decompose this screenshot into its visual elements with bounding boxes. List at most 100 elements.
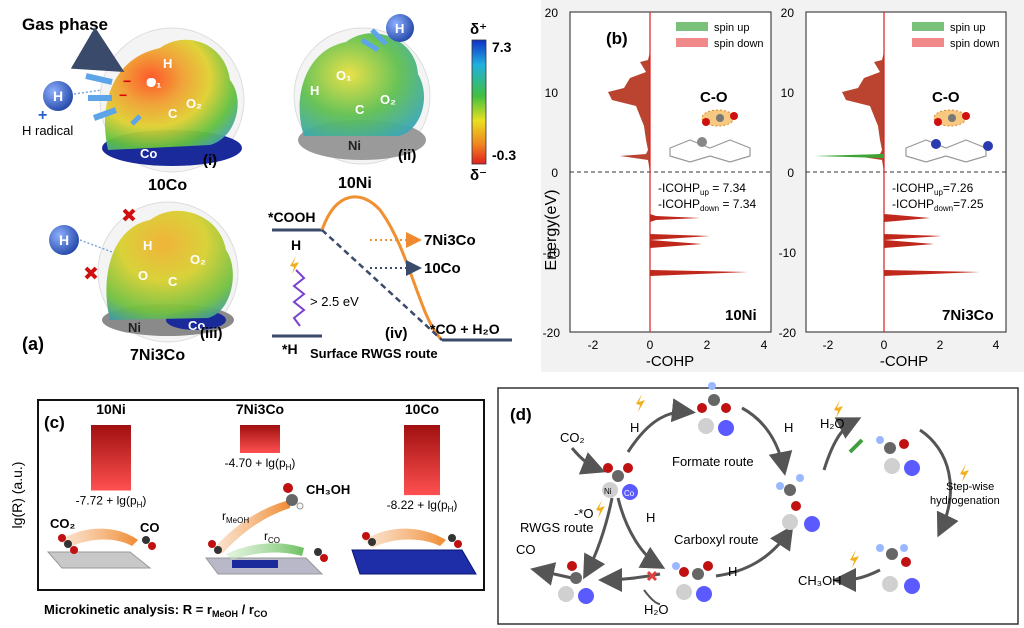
h-atom <box>876 544 884 552</box>
c-atom <box>612 470 624 482</box>
o-atom <box>362 532 370 540</box>
legend-up: spin up <box>950 22 985 34</box>
xtick-2: 2 <box>704 338 711 352</box>
legend-up: spin up <box>714 22 749 34</box>
methanol-c <box>286 494 298 506</box>
ytick-20: 20 <box>545 6 559 20</box>
h-atom-sphere <box>386 14 414 42</box>
co-domain <box>232 560 278 568</box>
stepwise-label-2: hydrogenation <box>930 495 1000 507</box>
blocked-mark <box>646 570 658 582</box>
cooh-label: *COOH <box>268 209 315 225</box>
c-atom <box>948 114 956 122</box>
ytick-neg10: -10 <box>543 246 561 260</box>
h2o-label-bottom: H₂O <box>644 602 669 617</box>
panel-b: Energy(eV) spin up spin down C-O -ICOHPu… <box>541 0 1024 372</box>
co2-label: CO₂ <box>560 430 585 445</box>
cohp-plot-10ni: spin up spin down C-O -ICOHPup = 7.34 -I… <box>543 6 772 370</box>
approach-arrow-2 <box>85 73 113 85</box>
carboxyl-route-label: Carboxyl route <box>674 532 759 547</box>
xtick-0: 0 <box>647 338 654 352</box>
light-icon <box>596 500 605 518</box>
ni-site <box>602 482 618 498</box>
bond-label: C-O <box>932 89 960 106</box>
o-atom <box>679 567 689 577</box>
co-site <box>578 588 594 604</box>
h-label: H <box>143 238 152 253</box>
site-iii-roman: (iii) <box>200 325 223 342</box>
ytick-neg20: -20 <box>543 326 561 340</box>
cohp-bonding-peak-2 <box>650 234 710 248</box>
c-atom <box>368 538 376 546</box>
co-site <box>718 420 734 436</box>
site-ii-name: 10Ni <box>338 175 372 192</box>
c-atom <box>784 484 796 496</box>
o-atom <box>703 561 713 571</box>
h-atom <box>672 562 680 570</box>
c-label: C <box>355 102 365 117</box>
xlabel: -COHP <box>646 353 694 370</box>
cohp-bonding-peak-1 <box>884 214 930 222</box>
o-atom <box>721 403 731 413</box>
panel-d-frame <box>497 387 1019 625</box>
charge-density-blob <box>106 210 233 320</box>
xtick-0: 0 <box>881 338 888 352</box>
panel-c-label: (c) <box>44 413 65 432</box>
o1-label: O <box>138 268 148 283</box>
co-atom <box>983 141 993 151</box>
co-label: CO <box>516 542 536 557</box>
light-icon <box>834 400 843 418</box>
h-approach-path <box>79 239 113 253</box>
o-atom <box>70 546 78 554</box>
cohp-spin-up-sliver <box>814 154 884 158</box>
system-name: 7Ni3Co <box>942 307 994 324</box>
c-atom <box>142 536 150 544</box>
c-atom <box>314 548 322 556</box>
approach-arrow-2 <box>360 37 380 53</box>
h-label: H <box>310 83 319 98</box>
site-i-roman: (i) <box>203 152 217 169</box>
h2o-side-arrow <box>643 589 661 605</box>
formate-to-intermediate-arrow <box>741 406 793 476</box>
c-atom <box>64 540 72 548</box>
o2-label: O₂ <box>190 252 206 267</box>
panel-d: (d) CO₂ H H Formate route Carboxyl route… <box>497 382 1019 625</box>
xtick-4: 4 <box>761 338 768 352</box>
c-atom <box>886 548 898 560</box>
o2-label: O₂ <box>380 92 396 107</box>
h-atom <box>776 482 784 490</box>
site-iii-7ni3co: H O C O₂ Ni Co H (iii) 7Ni3Co <box>49 201 239 364</box>
h-label: H <box>646 510 655 525</box>
o-atom <box>208 540 216 548</box>
site-i-10co: O₁ H O₂ C Co − − (i) 10Co <box>70 27 245 194</box>
h-label: H <box>163 56 172 71</box>
h-radical: H + H radical <box>22 81 103 138</box>
h-atom <box>796 474 804 482</box>
xtick-2: 2 <box>937 338 944 352</box>
light-icon <box>960 464 969 482</box>
ni-site <box>782 514 798 530</box>
h-label: H <box>728 564 737 579</box>
legend-down: spin down <box>714 38 764 50</box>
ch3oh-label: CH₃OH <box>798 573 842 588</box>
site-iii-name: 7Ni3Co <box>130 347 185 364</box>
o-atom <box>934 118 942 126</box>
ni-site <box>698 418 714 434</box>
co2-adsorption-arrow <box>570 447 606 475</box>
co-site <box>904 578 920 594</box>
legend-down: spin down <box>950 38 1000 50</box>
o-atom <box>148 542 156 550</box>
panel-a-title: Gas phase <box>22 15 108 34</box>
scene-10co <box>351 528 477 575</box>
xtick-neg2: -2 <box>823 338 834 352</box>
ni-metal-label: Ni <box>348 138 361 153</box>
bar-10ni <box>91 425 131 491</box>
xtick-4: 4 <box>993 338 1000 352</box>
o-atom <box>58 534 66 542</box>
colorbar-bottom-symbol: δ⁻ <box>470 167 487 184</box>
o-atom <box>791 501 801 511</box>
site-ii-10ni: H O₁ C O₂ Ni H (ii) 10Ni <box>293 14 431 192</box>
c-atom <box>884 442 896 454</box>
bar-name-7ni3co: 7Ni3Co <box>236 401 284 417</box>
ch2o-intermediate <box>876 436 920 476</box>
